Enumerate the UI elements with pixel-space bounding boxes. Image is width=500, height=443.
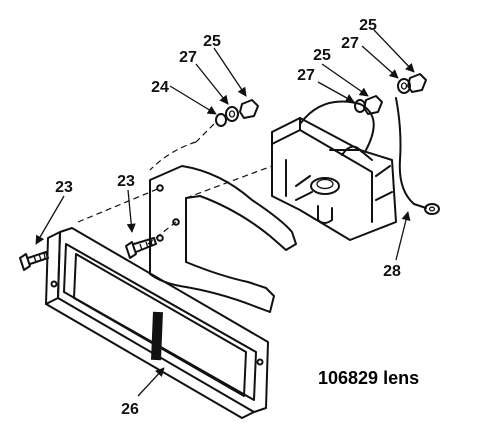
callout-25-left: 25 bbox=[203, 33, 221, 50]
lamp-housing bbox=[271, 117, 397, 241]
callout-27-right: 27 bbox=[341, 35, 359, 52]
gasket bbox=[149, 165, 297, 313]
callout-23-middle: 23 bbox=[117, 173, 135, 190]
alignment-line-lower bbox=[147, 221, 177, 245]
callout-24: 24 bbox=[151, 79, 169, 96]
lens-bezel bbox=[45, 227, 269, 419]
callout-27-left: 27 bbox=[179, 49, 197, 66]
callout-labels: 23 23 24 27 25 27 25 27 25 28 26 bbox=[55, 17, 401, 418]
callout-27-middle: 27 bbox=[297, 67, 315, 84]
wire-loop bbox=[299, 100, 375, 151]
callout-23-left: 23 bbox=[55, 179, 73, 196]
screw-middle bbox=[125, 237, 157, 259]
alignment-line-top bbox=[149, 141, 197, 171]
ground-wire bbox=[395, 97, 440, 215]
callout-25-middle: 25 bbox=[313, 47, 331, 64]
hardware-stack-left bbox=[195, 99, 259, 143]
callout-leaders bbox=[35, 29, 415, 397]
callout-25-right: 25 bbox=[359, 17, 377, 34]
alignment-line-housing bbox=[185, 165, 273, 199]
diagram-caption: 106829 lens bbox=[318, 368, 419, 388]
lens-louvers bbox=[81, 261, 239, 389]
callout-28: 28 bbox=[383, 263, 401, 280]
hardware-stack-right bbox=[397, 73, 427, 94]
callout-26: 26 bbox=[121, 401, 139, 418]
alignment-line-upper bbox=[77, 187, 161, 223]
screw-left bbox=[19, 251, 49, 271]
hardware-stack-middle bbox=[354, 95, 383, 115]
